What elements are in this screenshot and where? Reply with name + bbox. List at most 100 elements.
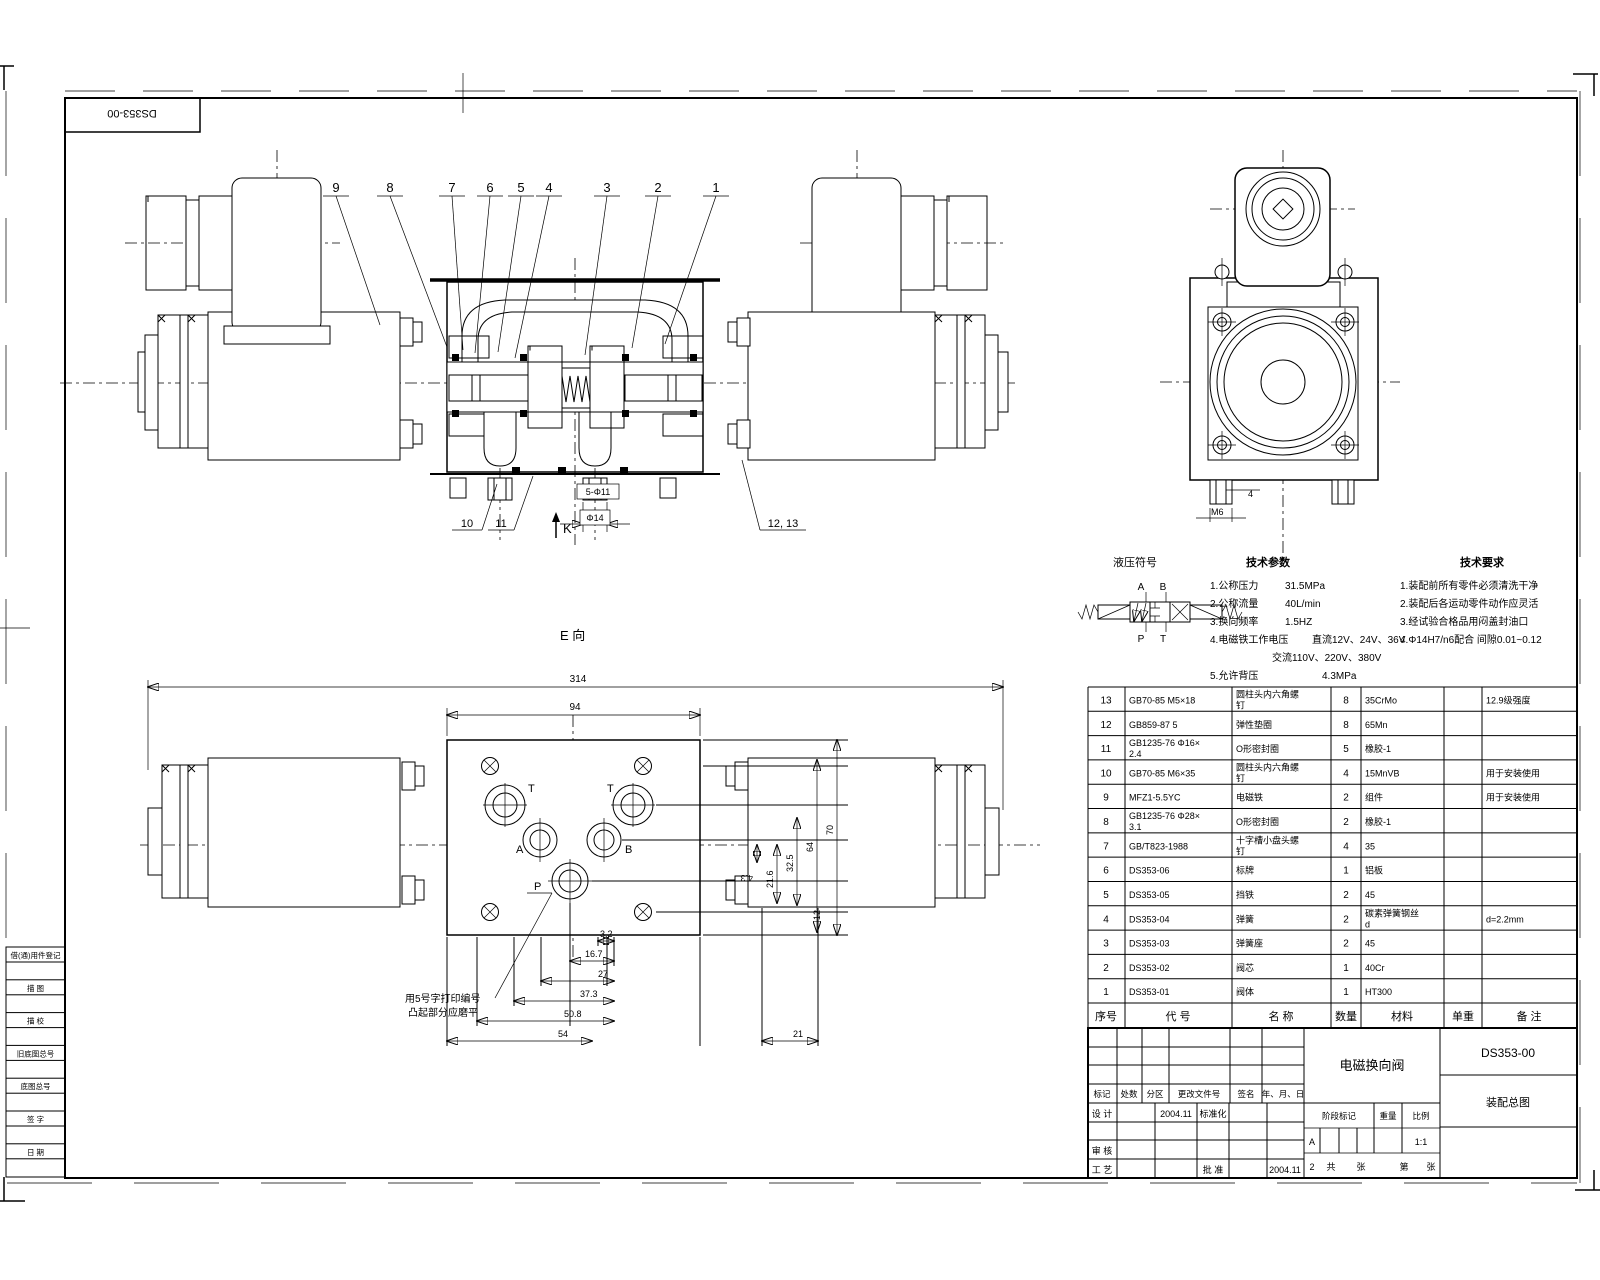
bom-header-code: 代 号 (1165, 1010, 1190, 1023)
bom-cell: 45 (1365, 939, 1375, 949)
bom-cell: 3.1 (1129, 822, 1142, 832)
dim-94: 94 (569, 702, 581, 713)
bom-cell: 用于安装使用 (1486, 767, 1540, 778)
margin-box (5, 1012, 66, 1029)
callout-7: 7 (448, 180, 455, 195)
param-5-label: 5.允许背压 (1210, 669, 1258, 682)
tech-params-header: 技术参数 (1246, 555, 1291, 569)
req-1: 1.装配前所有零件必须清洗干净 (1400, 579, 1538, 592)
tb-change-doc: 更改文件号 (1178, 1089, 1221, 1099)
bom-cell: HT300 (1365, 987, 1392, 997)
bom-cell: GB/T823-1988 (1129, 841, 1188, 851)
code-box (64, 97, 201, 133)
tb-sheet-0: 2 (1309, 1162, 1314, 1172)
param-3-value: 1.5HZ (1285, 617, 1312, 628)
note-line1: 用5号字打印编号 (405, 992, 481, 1005)
bom-cell: 13 (1100, 696, 1112, 707)
tech-params: 技术参数 1.公称压力 31.5MPa 2.公称流量 40L/min 3.换向频… (1210, 555, 1406, 682)
mounting-holes (481, 757, 652, 921)
margin-column (5, 946, 66, 1178)
dim-27: 27 (598, 969, 608, 979)
bom-cell: DS353-01 (1129, 987, 1170, 997)
callout-4: 4 (545, 180, 552, 195)
bom-header-seq: 序号 (1095, 1009, 1117, 1023)
bom-header-remark: 备 注 (1516, 1009, 1541, 1023)
param-2-label: 2.公称流量 (1210, 597, 1258, 610)
tb-standard: 标准化 (1199, 1108, 1226, 1119)
symbol-port-b: B (1160, 582, 1167, 593)
bom-cell: 2 (1343, 890, 1349, 901)
end-dim-depth: 4 (1248, 489, 1253, 499)
note-line2: 凸起部分应磨平 (408, 1006, 478, 1019)
bom-cell: 弹簧 (1236, 913, 1254, 924)
bom-cell: 5 (1103, 890, 1109, 901)
tb-scale-value: 1:1 (1415, 1137, 1428, 1147)
port-t2-label: T (607, 783, 614, 795)
bom-cell: 6 (1103, 866, 1109, 877)
bom-cell: 碳素弹簧钢丝 (1365, 907, 1419, 918)
dim-21-6: 21.6 (765, 870, 775, 888)
bom-cell: 用于安装使用 (1486, 792, 1540, 803)
bom-cell: 圆柱头内六角螺 (1236, 689, 1299, 700)
corner-screws (1208, 308, 1359, 459)
bom-cell: 2 (1343, 939, 1349, 950)
tb-sheet-2: 张 (1356, 1162, 1365, 1172)
bom-cell: GB1235-76 Φ28× (1129, 811, 1200, 821)
bom-cell: 10 (1100, 768, 1112, 779)
margin-label: 旧底图总号 (17, 1048, 55, 1058)
port-a (522, 818, 558, 862)
hydraulic-symbol: 液压符号 A B P T (1077, 555, 1243, 645)
bom-cell: 挡铁 (1236, 889, 1254, 900)
margin-label: 底图总号 (21, 1081, 51, 1091)
bom-cell: 电磁铁 (1236, 792, 1263, 803)
bom-cell: GB1235-76 Φ16× (1129, 738, 1200, 748)
bom-header-material: 材料 (1391, 1009, 1413, 1023)
callout-leader (497, 195, 522, 353)
bom-cell: DS353-04 (1129, 914, 1170, 924)
bom-cell: 弹簧座 (1236, 938, 1263, 949)
param-3-label: 3.换向频率 (1210, 615, 1258, 628)
tb-approve-date: 2004.11 (1269, 1165, 1301, 1175)
tb-sheet-4: 张 (1426, 1162, 1435, 1172)
bom-cell: 2 (1103, 963, 1109, 974)
bom-cell: 35 (1365, 841, 1375, 851)
bom-cell: 12.9级强度 (1486, 695, 1531, 706)
bom-cell: 铝板 (1365, 865, 1383, 876)
front-section-view: 10 11 12, 13 K 5-Φ11 Φ14 E 向 (60, 150, 1015, 643)
tb-sheet-3: 第 (1399, 1161, 1408, 1172)
end-view: 4 M6 (1160, 150, 1400, 560)
bom-cell: 15MnVB (1365, 768, 1400, 778)
bom-cell: d (1365, 919, 1370, 929)
bom-cell: 钉 (1236, 773, 1245, 783)
callout-11: 11 (495, 518, 506, 530)
dim-12: 12 (812, 910, 822, 920)
margin-box (5, 1077, 66, 1094)
callout-leader (584, 195, 608, 356)
callout-leader (389, 195, 448, 348)
bom-cell: 阀体 (1236, 986, 1254, 997)
bom-cell: 3 (1103, 939, 1109, 950)
bom-cell: GB859-87 5 (1129, 720, 1178, 730)
port-b-label: B (625, 844, 632, 856)
callout-leader (451, 195, 464, 351)
bom-cell: 8 (1103, 817, 1109, 828)
req-3: 3.经试验合格品用闷盖封油口 (1400, 615, 1528, 628)
bottom-view: T T A B P 314 94 4.3 21.6 32.5 64 70 12 (140, 674, 1040, 1046)
bom-cell: 4 (1103, 914, 1109, 925)
tb-scale: 比例 (1412, 1111, 1429, 1121)
bom-cell: 弹性垫圈 (1236, 719, 1272, 730)
view-label-e: E 向 (560, 628, 585, 643)
port-t2 (611, 783, 655, 827)
callout-leader (631, 195, 659, 349)
margin-box (5, 1044, 66, 1061)
bom-cell: 1 (1103, 987, 1109, 998)
margin-label: 日 期 (27, 1148, 44, 1157)
callout-leader (514, 195, 550, 359)
dim-314: 314 (570, 674, 587, 685)
bom-cell: 5 (1343, 744, 1349, 755)
bom-header-weight: 单重 (1452, 1009, 1474, 1023)
port-a-label: A (516, 844, 524, 856)
tech-requirements: 技术要求 1.装配前所有零件必须清洗干净 2.装配后各运动零件动作应灵活 3.经… (1400, 555, 1542, 646)
dim-54: 54 (558, 1029, 568, 1039)
bom-cell: DS353-05 (1129, 890, 1170, 900)
